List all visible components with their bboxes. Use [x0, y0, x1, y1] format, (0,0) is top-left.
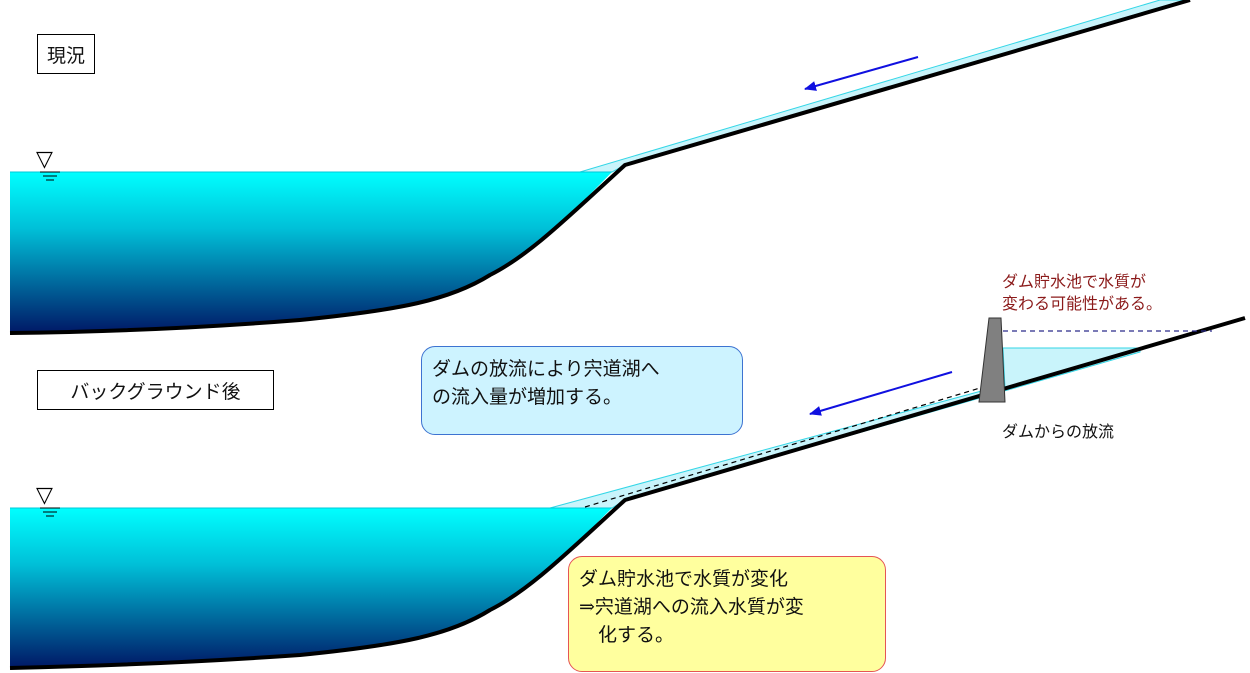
- water-level-icon: ▽: [36, 147, 53, 172]
- after-lake-bed: [9, 316, 1246, 670]
- water-quality-callout: ダム貯水池で水質が変化 ⇒宍道湖への流入水質が変 化する。: [568, 556, 886, 672]
- callout-line: 化する。: [579, 624, 675, 646]
- after-background-label: バックグラウンド後: [37, 370, 274, 410]
- annotation-line: 変わる可能性がある。: [1002, 294, 1163, 313]
- after-section: ▽: [9, 316, 1246, 670]
- water-level-symbol-bottom: ▽: [36, 483, 60, 517]
- dam-body: [978, 317, 1006, 403]
- current-flow-arrow: [804, 56, 919, 91]
- current-lake-water: [10, 172, 612, 333]
- current-section: ▽: [9, 0, 1191, 335]
- callout-line: ⇒宍道湖への流入水質が変: [579, 596, 804, 618]
- after-lake-water: [10, 508, 612, 668]
- previous-water-level-dashed: [584, 387, 981, 508]
- current-state-label: 現況: [37, 34, 95, 74]
- current-river-water: [579, 0, 1186, 173]
- water-level-icon: ▽: [36, 483, 53, 508]
- callout-line: ダム貯水池で水質が変化: [579, 568, 789, 590]
- callout-line: の流入量が増加する。: [432, 386, 623, 408]
- dam-discharge-callout: ダムの放流により宍道湖へ の流入量が増加する。: [421, 346, 743, 435]
- dam-release-label: ダムからの放流: [1002, 422, 1115, 441]
- callout-line: ダムの放流により宍道湖へ: [432, 358, 660, 380]
- water-level-symbol-top: ▽: [36, 147, 60, 181]
- after-flow-arrow: [809, 371, 953, 416]
- current-lake-bed: [9, 0, 1191, 335]
- annotation-line: ダム貯水池で水質が: [1002, 272, 1147, 291]
- reservoir-quality-annotation: ダム貯水池で水質が 変わる可能性がある。: [1002, 271, 1162, 315]
